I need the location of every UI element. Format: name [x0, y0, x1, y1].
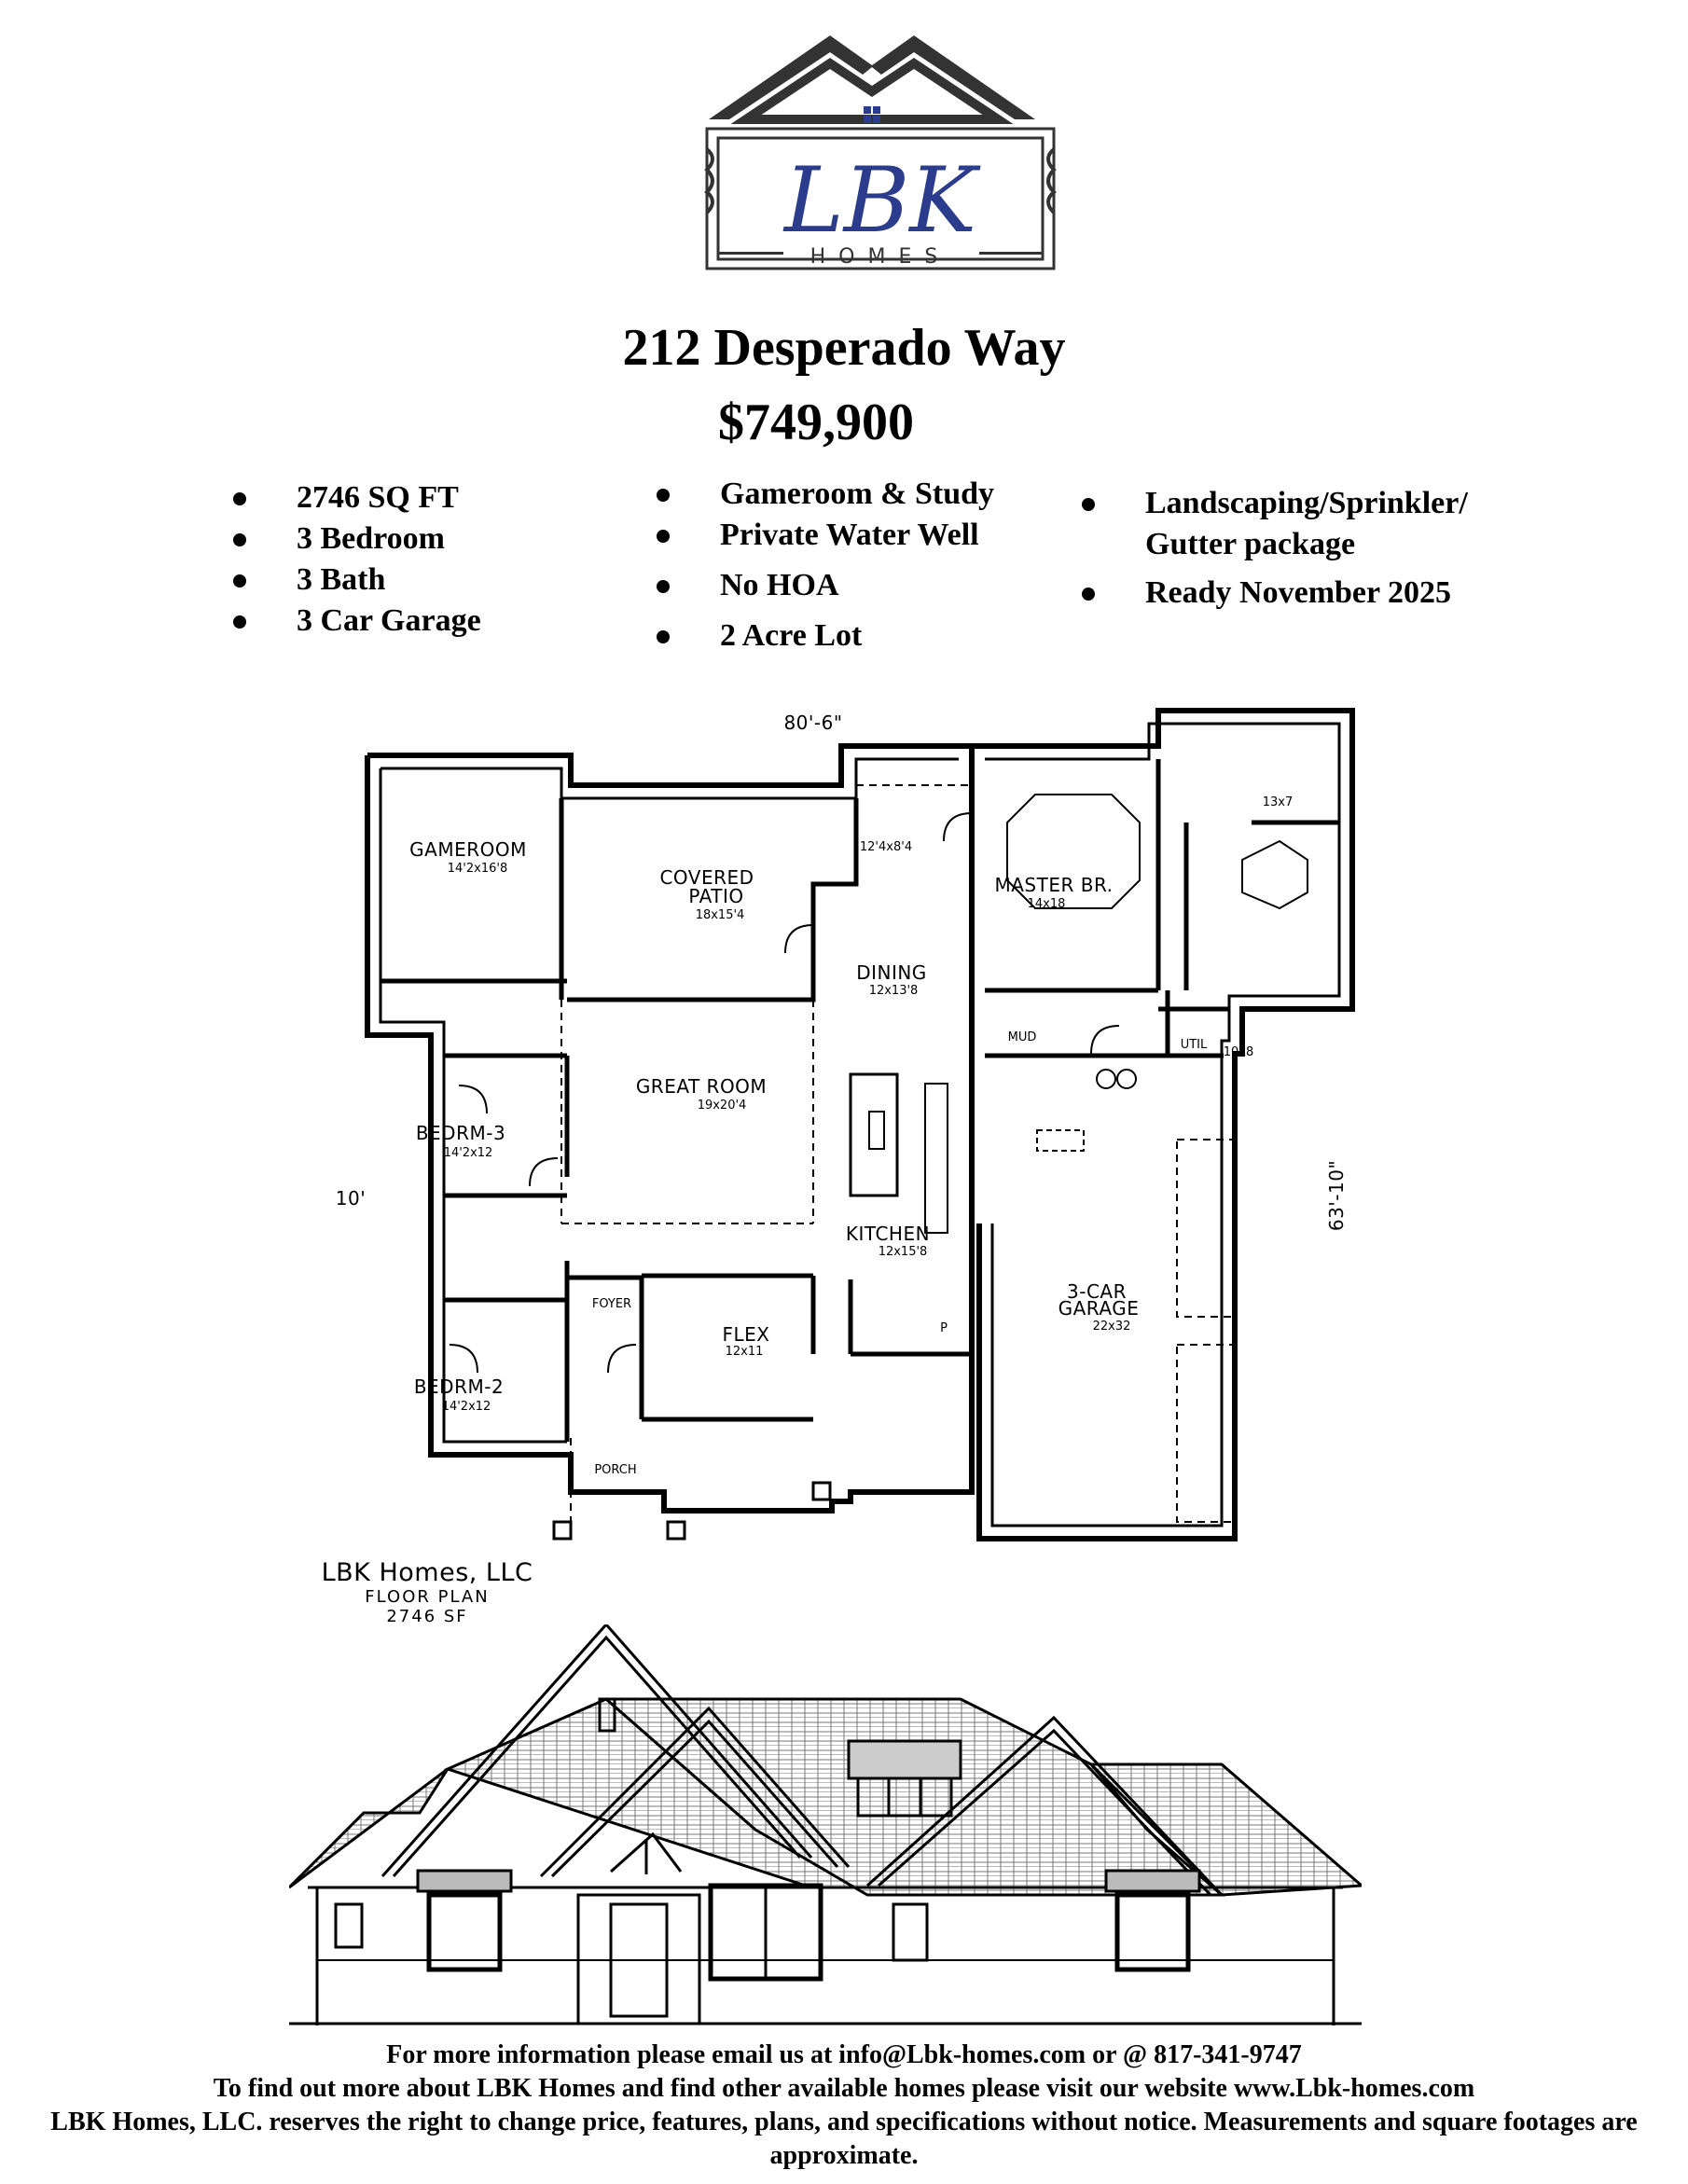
room-foyer: FOYER	[592, 1297, 631, 1311]
room-dining-size: 12x13'8	[869, 984, 919, 998]
feature-item: 3 Bedroom	[233, 518, 481, 560]
room-garage-2: GARAGE	[1058, 1297, 1140, 1320]
feature-item: 2746 SQ FT	[233, 477, 481, 518]
room-flex: FLEX	[723, 1323, 770, 1346]
listing-address: 212 Desperado Way	[622, 319, 1066, 377]
floor-plan: 80'-6" 63'-10" GAMEROOM 14'2x16'8 COVERE…	[336, 708, 1355, 1541]
room-great-room: GREAT ROOM	[636, 1075, 767, 1098]
plan-caption: LBK Homes, LLC FLOOR PLAN 2746 SF	[306, 1558, 548, 1627]
footer-contact: For more information please email us at …	[386, 2040, 1302, 2069]
room-porch: PORCH	[594, 1463, 636, 1477]
room-util-size: 10x8	[1224, 1045, 1254, 1059]
feature-item: Gameroom & Study	[657, 474, 994, 515]
lbk-homes-logo: LBK HOMES	[704, 35, 1057, 270]
feature-item: Landscaping/Sprinkler/ Gutter package	[1082, 483, 1511, 565]
plan-width-dimension: 80'-6"	[783, 712, 842, 734]
logo-sub: HOMES	[810, 245, 951, 269]
caption-label: FLOOR PLAN	[365, 1587, 490, 1607]
feature-item: 3 Car Garage	[233, 601, 481, 642]
room-kitchen: KITCHEN	[846, 1223, 930, 1245]
features-column-2: Gameroom & Study Private Water Well No H…	[657, 474, 994, 657]
caption-sf: 2746 SF	[386, 1607, 468, 1626]
room-bedrm3: BEDRM-3	[416, 1122, 505, 1144]
room-garage-size: 22x32	[1093, 1320, 1131, 1334]
features-column-3: Landscaping/Sprinkler/ Gutter package Re…	[1082, 483, 1511, 614]
room-pantry: P	[940, 1321, 948, 1335]
bath-ceiling-height: 10'	[336, 1187, 366, 1209]
room-covered-patio-size: 18x15'4	[696, 908, 745, 922]
plan-depth-dimension: 63'-10"	[1325, 1160, 1348, 1231]
room-dining: DINING	[856, 961, 927, 984]
feature-item: 3 Bath	[233, 560, 481, 601]
room-mud: MUD	[1008, 1030, 1037, 1044]
room-garage: 3-CAR	[1067, 1280, 1127, 1303]
room-bedrm2: BEDRM-2	[414, 1375, 504, 1398]
caption-company: LBK Homes, LLC	[321, 1558, 533, 1587]
footer-disclaimer: LBK Homes, LLC. reserves the right to ch…	[50, 2108, 1638, 2170]
room-util: UTIL	[1181, 1038, 1208, 1052]
footer-website: To find out more about LBK Homes and fin…	[213, 2074, 1475, 2103]
room-great-room-size: 19x20'4	[698, 1099, 747, 1113]
room-gameroom-size: 14'2x16'8	[448, 862, 507, 876]
footer: For more information please email us at …	[37, 2039, 1651, 2173]
feature-item: No HOA	[657, 565, 994, 606]
room-gameroom: GAMEROOM	[409, 838, 527, 861]
feature-item: Private Water Well	[657, 515, 994, 556]
features-column-1: 2746 SQ FT 3 Bedroom 3 Bath 3 Car Garage	[233, 477, 481, 642]
room-master-size: 14x18	[1028, 897, 1066, 911]
room-covered-patio: COVERED	[659, 866, 754, 889]
room-bedrm3-size: 14'2x12	[444, 1146, 493, 1160]
room-patio-ext-size: 12'4x8'4	[860, 840, 912, 854]
front-elevation-drawing	[289, 1624, 1362, 2025]
room-flex-size: 12x11	[726, 1345, 764, 1359]
logo-brand: LBK	[782, 148, 981, 253]
feature-item: Ready November 2025	[1082, 573, 1511, 614]
room-kitchen-size: 12x15'8	[879, 1245, 928, 1259]
feature-item: 2 Acre Lot	[657, 615, 994, 657]
room-closet-size: 13x7	[1263, 795, 1294, 809]
room-covered-patio-2: PATIO	[688, 885, 743, 907]
room-master: MASTER BR.	[994, 874, 1113, 896]
room-bedrm2-size: 14'2x12	[442, 1400, 491, 1414]
listing-price: $749,900	[718, 394, 914, 451]
